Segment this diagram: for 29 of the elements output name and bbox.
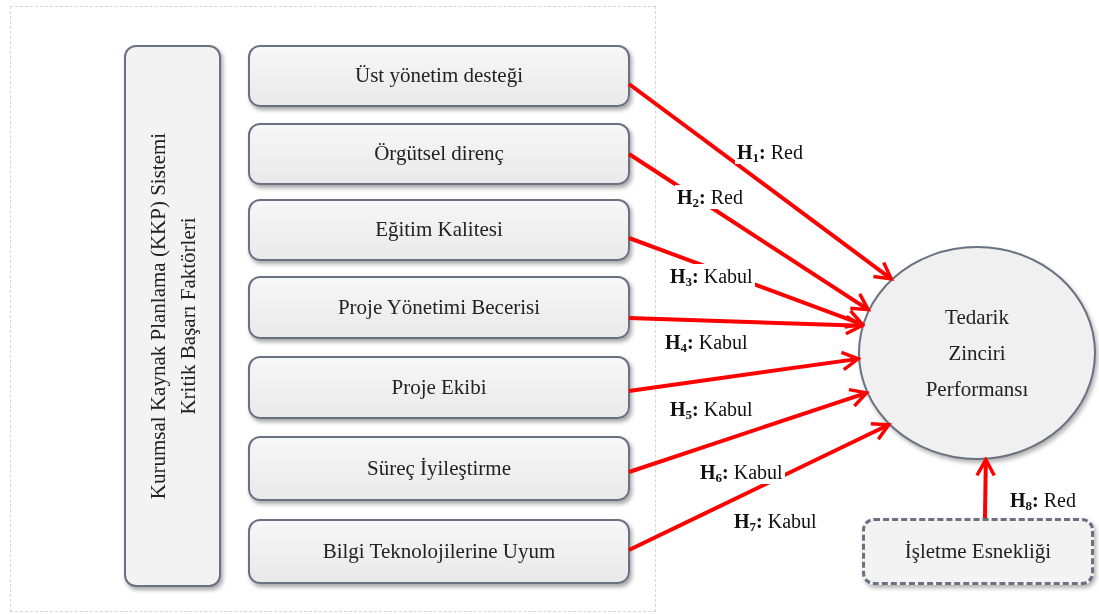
node-text: Süreç İyileştirme [366, 454, 511, 482]
node-text: Proje Ekibi [391, 373, 487, 401]
factor-box [248, 436, 630, 501]
factor-box [248, 123, 630, 185]
factor-box [248, 519, 630, 584]
arrow [627, 82, 893, 281]
node-text: Kurumsal Kaynak Planlama (KKP) Sistemi Kritik Başarı Faktörleri [145, 132, 200, 500]
node-text: Eğitim Kalitesi [375, 216, 503, 244]
node-text: Örgütsel direnç [374, 140, 504, 168]
arrow [628, 387, 869, 474]
arrow [628, 350, 860, 393]
moderator-box [862, 518, 1094, 585]
node-text: İşletme Esnekliği [904, 537, 1052, 565]
arrow [975, 458, 996, 519]
factor-box [248, 199, 630, 261]
edge-label: H$_{3}$: Kabul [668, 264, 755, 288]
node-text: Bilgi Teknolojilerine Uyum [322, 537, 556, 565]
arrow [628, 422, 891, 552]
node-text: Tedarik Zinciri Performansı [925, 304, 1029, 403]
factor-group-box [124, 45, 221, 587]
factor-box [248, 356, 630, 419]
edge-label: H$_{2}$: Red [675, 185, 745, 209]
factor-box [248, 45, 630, 107]
node-text: Üst yönetim desteği [355, 62, 523, 90]
arrow [627, 152, 870, 312]
factor-box [248, 276, 630, 339]
dashed-frame [10, 6, 656, 612]
arrow [628, 314, 864, 336]
node-text: Proje Yönetimi Becerisi [337, 293, 541, 321]
